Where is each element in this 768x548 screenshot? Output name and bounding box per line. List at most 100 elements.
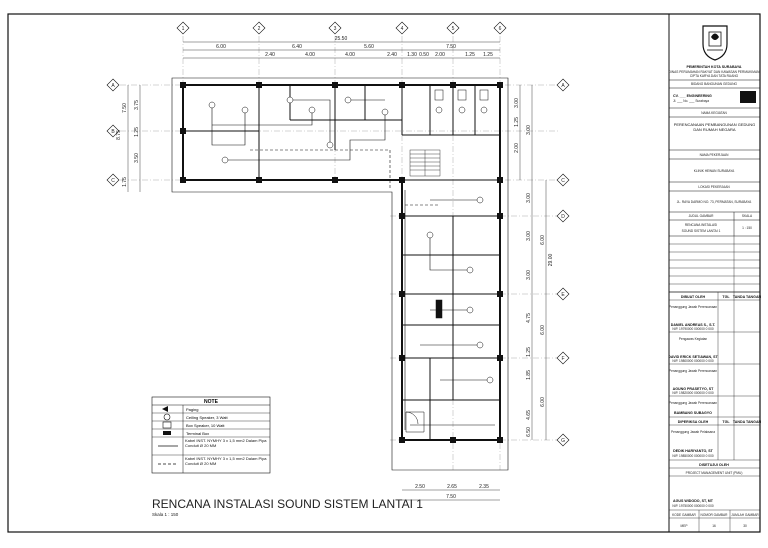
- section-label: NAMA KEGIATAN: [701, 111, 727, 115]
- legend-label: Paging: [186, 407, 198, 412]
- column-label: NOMOR GAMBAR: [701, 513, 729, 517]
- grid-label: F: [561, 356, 564, 362]
- consultant-address: Jl. ___ No. ___ Surabaya: [673, 99, 709, 103]
- column-label: TGL: [722, 295, 730, 299]
- grid-label: G: [561, 438, 565, 444]
- grid-label: A: [111, 83, 115, 89]
- legend-label: Kabel INST. NYMHY 3 x 1,5 mm2 Dalam Pipa…: [185, 456, 267, 466]
- dim-label: 3.00: [526, 193, 532, 203]
- dim-label: 6.00: [540, 397, 546, 407]
- drawing-title: RENCANA INSTALASI SOUND SISTEM LANTAI 1: [152, 497, 423, 511]
- org-sub: BIDANG BANGUNAN GEDUNG: [691, 82, 738, 86]
- columns: [180, 82, 503, 443]
- drawing-name: SOUND SISTEM LANTAI 1: [682, 229, 721, 233]
- drawing-name: RENCANA INSTALASI: [685, 223, 717, 227]
- lokasi-text: JL. RAYA DARMO NO. 73, PERMATAN, SURABAY…: [677, 200, 752, 204]
- section-label: NAMA PEKERJAAN: [700, 153, 730, 157]
- legend: NOTE Paging Ceiling Speaker, 3 Watt Box …: [151, 396, 271, 474]
- dim-label: 1.25: [134, 127, 140, 137]
- dim-label: 6.50: [526, 427, 532, 437]
- dim-label: 1.85: [526, 370, 532, 380]
- column-label: TANDA TANGAN: [733, 420, 762, 424]
- title-block: PEMERINTAH KOTA SURABAYA DINAS PERUMAHAN…: [668, 25, 762, 532]
- sheet-frame: [7, 13, 761, 533]
- revision-grid: [669, 236, 760, 292]
- dim-label: 3.00: [514, 98, 520, 108]
- grid-bubbles-side: A B C A C D E F G: [106, 78, 570, 447]
- dim-label: 1.25: [465, 52, 475, 58]
- terrace-outline: [171, 77, 509, 471]
- cable-runs-dashed: [250, 149, 440, 206]
- dim-label: 6.40: [292, 44, 302, 50]
- dimensions-right: 3.00 1.25 2.00 3.00 3.00 3.00 6.00 3.00 …: [514, 85, 554, 440]
- consultant-logo-icon: [740, 91, 756, 103]
- column-label: DIBUAT OLEH: [681, 295, 706, 299]
- cable-runs: [211, 99, 495, 430]
- grid-label: B: [111, 129, 115, 135]
- stair: [409, 149, 441, 177]
- signer-id: NIP. 19820000 000000 0 000: [672, 391, 713, 395]
- dim-label: 2.00: [435, 52, 445, 58]
- org-name: PEMERINTAH KOTA SURABAYA: [687, 65, 742, 69]
- dim-label: 4.75: [526, 313, 532, 323]
- dim-label: 1.75: [122, 177, 128, 187]
- fixtures: [405, 89, 489, 433]
- dim-label: 4.00: [305, 52, 315, 58]
- speakers: [208, 96, 494, 384]
- grid-bubbles-top: 1 2 3 4 5 6: [176, 21, 507, 35]
- grid-label: 3: [334, 26, 337, 32]
- grid-label: C: [111, 178, 115, 184]
- dim-label: 2.35: [479, 484, 489, 490]
- column-label: TGL: [722, 420, 730, 424]
- dim-label: 1.25: [483, 52, 493, 58]
- grid-label: 2: [258, 26, 261, 32]
- column-label: TANDA TANGAN: [733, 295, 762, 299]
- interior-walls: [183, 85, 500, 440]
- drawing-scale: Skala 1 : 150: [152, 512, 179, 517]
- grid-label: 1: [182, 26, 185, 32]
- paging-horn-icon: [162, 406, 168, 412]
- grid-label: 6: [499, 26, 502, 32]
- signer-id: NIP. 19800000 000000 0 000: [672, 359, 713, 363]
- kegiatan-text: PERENCANAAN PEMBANGUNAN GEDUNG DAN RUMAH…: [673, 122, 756, 132]
- dim-total: 7.50: [446, 494, 456, 500]
- dimensions-top: 25.50 6.00 6.40 5.60 7.50 2.40 4.00 4.00…: [183, 36, 500, 59]
- scale-value: 1 : 150: [742, 226, 752, 230]
- dim-label: 7.50: [446, 44, 456, 50]
- dim-label: 3.50: [134, 153, 140, 163]
- dim-label: 2.40: [265, 52, 275, 58]
- section-label: LOKASI PEKERJAAN: [698, 185, 730, 189]
- approved-id: NIP. 19750000 000000 0 000: [672, 504, 713, 508]
- dim-label: 1.25: [526, 347, 532, 357]
- ceiling-speaker-icon: [163, 413, 171, 421]
- terminal-box-icon: [163, 431, 171, 435]
- dim-label: 2.65: [447, 484, 457, 490]
- column-label: SKALA: [742, 214, 753, 218]
- signer-name: DAVID ERICK SETIAWAN, ST: [668, 355, 718, 359]
- dimensions-bottom: 2.50 2.65 2.35 7.50: [402, 484, 500, 501]
- legend-label: Terminal Box: [186, 431, 209, 436]
- column-label: DIPERIKSA OLEH: [678, 420, 709, 424]
- dim-label: 6.00: [540, 235, 546, 245]
- legend-label: Kabel INST. NYMHY 3 x 1,5 mm2 Dalam Pipa…: [185, 438, 267, 448]
- city-seal-icon: [702, 25, 728, 61]
- dim-total: 25.50: [335, 36, 348, 42]
- column-label: KODE GAMBAR: [672, 513, 696, 517]
- org-sub: DINAS PERUMAHAN RAKYAT DAN KAWASAN PERMU…: [669, 70, 760, 74]
- signer-role: Penanggung Jawab Perencanaan: [669, 369, 717, 373]
- dim-label: 3.00: [526, 270, 532, 280]
- dim-label: 5.60: [364, 44, 374, 50]
- dim-label: 6.00: [540, 325, 546, 335]
- drawing-number: 16: [712, 524, 716, 528]
- signer-role: Penanggung Jawab Pelaksana: [671, 430, 715, 434]
- dim-label: 4.00: [345, 52, 355, 58]
- column-label: JUDUL GAMBAR: [689, 214, 715, 218]
- signer-name: DANIEL ANDREAS S., S.T.: [671, 323, 716, 327]
- dim-label: 3.00: [526, 231, 532, 241]
- signer-role: Pengawas Kegiatan: [679, 337, 708, 341]
- drawing-code: MEP: [681, 524, 688, 528]
- signer-name: AGUNG PRASETYO, ST: [673, 387, 715, 391]
- dim-label: 0.50: [419, 52, 429, 58]
- grid-label: C: [561, 178, 565, 184]
